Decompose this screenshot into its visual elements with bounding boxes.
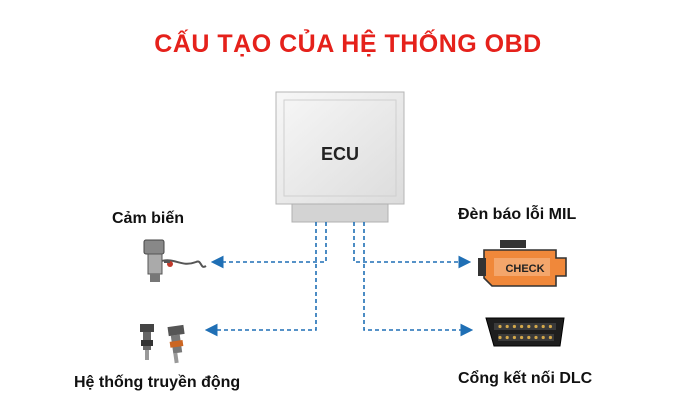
actuator-label: Hệ thống truyền động: [74, 374, 241, 391]
mil-label: Đèn báo lỗi MIL: [458, 206, 577, 223]
obd-pin: [498, 324, 502, 329]
obd-pin: [527, 324, 531, 329]
obd-pin: [512, 324, 517, 329]
oxygen-sensor-icon: [143, 239, 207, 282]
obd-pin: [548, 324, 553, 329]
ecu-label: ECU: [321, 144, 359, 164]
obd-pin: [505, 324, 509, 329]
arrow-to-dlc: [363, 222, 474, 337]
check-engine-icon: CHECK: [478, 240, 567, 287]
obd-pin: [498, 335, 502, 340]
obd-pin: [512, 335, 517, 340]
connection-lines: [204, 222, 474, 337]
obd-pin: [541, 335, 545, 340]
obd-pin: [534, 335, 538, 340]
obd-pin: [527, 335, 531, 340]
obd-pin: [520, 324, 524, 329]
page-title: CẤU TẠO CỦA HỆ THỐNG OBD: [154, 30, 542, 58]
obd-pin: [541, 324, 545, 329]
obd-pin: [505, 335, 509, 340]
arrow-to-mil: [353, 222, 472, 269]
arrow-to-sensor: [210, 222, 327, 269]
obd-pin: [548, 335, 553, 340]
check-engine-text: CHECK: [505, 263, 544, 275]
fuel-injector-icon: [140, 324, 185, 364]
sensor-label: Cảm biến: [112, 210, 185, 227]
obd-connector-icon: [485, 317, 565, 347]
ecu-box: ECU: [275, 91, 405, 223]
dlc-label: Cổng kết nối DLC: [458, 370, 593, 387]
arrow-to-actuator: [204, 222, 317, 337]
obd-connector-pins: [498, 324, 553, 340]
obd-pin: [534, 324, 538, 329]
obd-pin: [520, 335, 524, 340]
